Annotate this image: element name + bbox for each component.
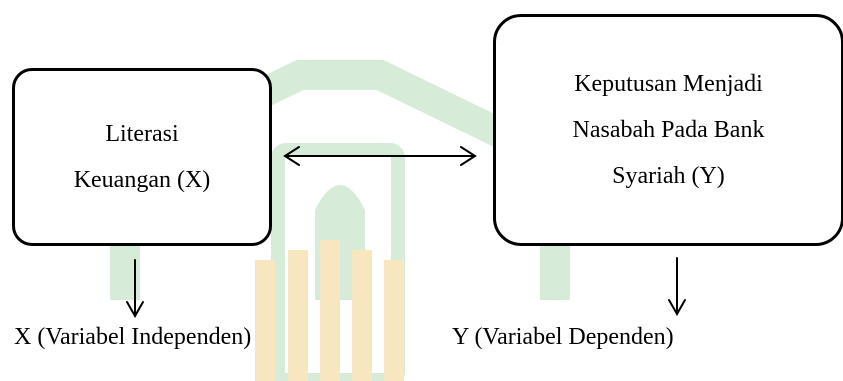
label-variabel-independen: X (Variabel Independen) [14,324,252,350]
node-keputusan-nasabah: Keputusan Menjadi Nasabah Pada Bank Syar… [493,14,843,246]
relation-arrow-head-right [460,146,477,166]
node-y-line-2: Nasabah Pada Bank [572,117,765,143]
label-variabel-dependen: Y (Variabel Dependen) [452,324,674,350]
node-y-line-1: Keputusan Menjadi [574,71,763,97]
node-literasi-keuangan: Literasi Keuangan (X) [12,68,272,246]
arrow-x-head [126,301,144,319]
arrow-y-head [668,299,686,317]
node-y-line-3: Syariah (Y) [612,163,725,189]
node-x-line-2: Keuangan (X) [73,167,211,193]
relation-arrow-head-left [283,146,300,166]
node-x-line-1: Literasi [105,121,179,147]
